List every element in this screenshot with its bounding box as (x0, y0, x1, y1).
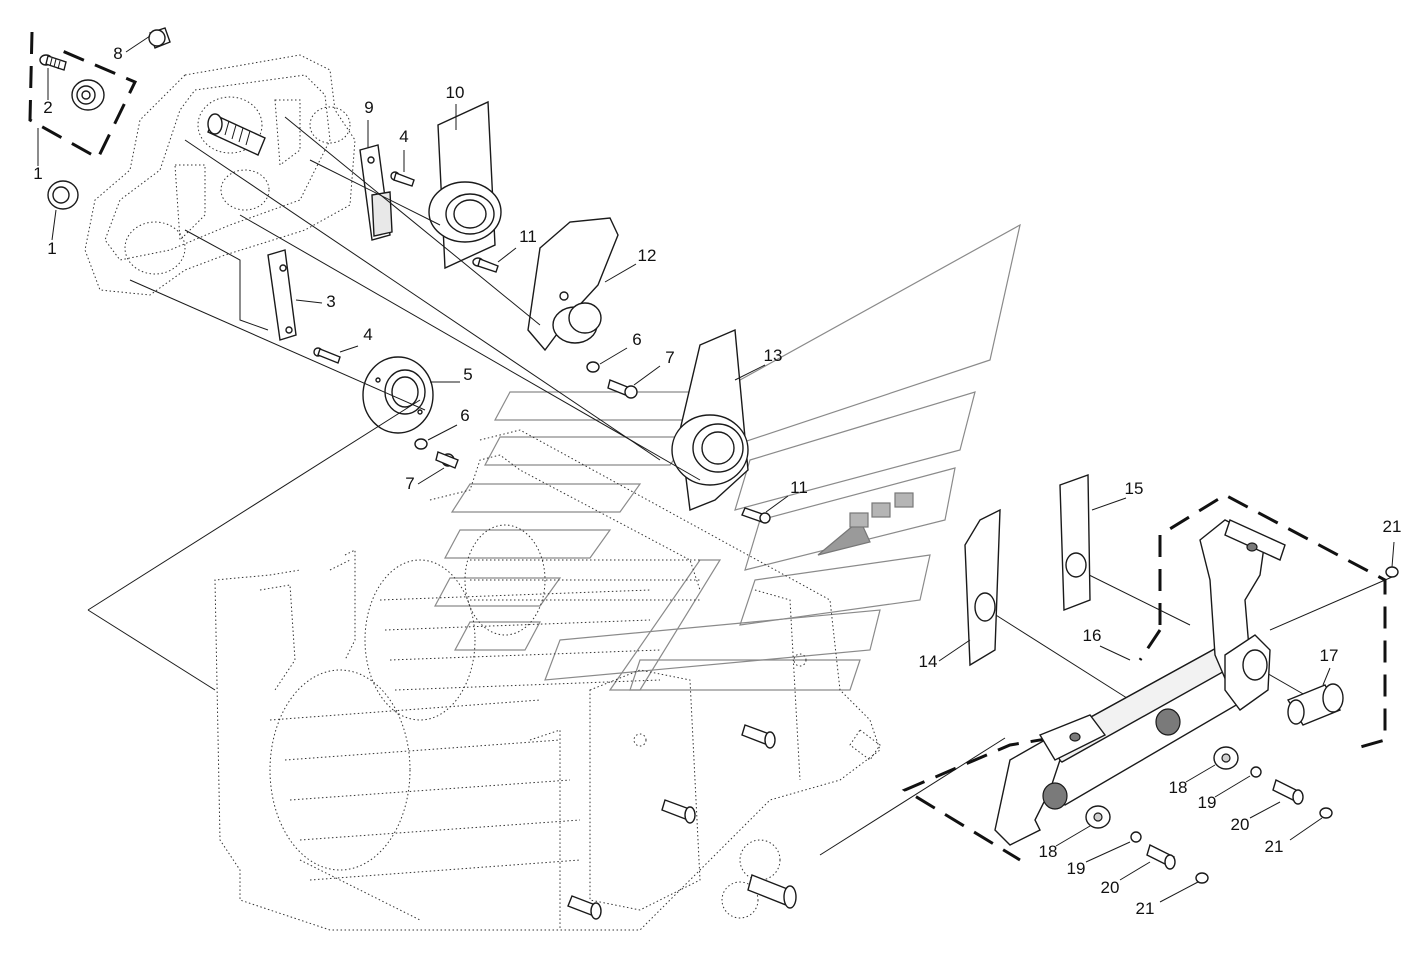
part-8-nut (148, 27, 171, 49)
part-6-washer-lower (414, 438, 428, 450)
callout-c19b: 19 (1067, 859, 1086, 878)
part-15-shim (1059, 474, 1091, 612)
part-16-beam (994, 519, 1286, 846)
gearbox-housing (84, 54, 356, 296)
callout-c14: 14 (919, 652, 938, 671)
callout-c4b: 4 (363, 325, 372, 344)
callout-c17: 17 (1320, 646, 1339, 665)
callout-c7b: 7 (405, 474, 414, 493)
callout-c2: 2 (43, 98, 52, 117)
callout-c6b: 6 (460, 406, 469, 425)
part-11-screw-lower (741, 507, 771, 524)
assembly-lines (87, 116, 1393, 856)
callout-c13: 13 (764, 346, 783, 365)
rotor-frame (214, 429, 881, 931)
callout-c7a: 7 (665, 348, 674, 367)
callout-c8: 8 (113, 44, 122, 63)
callout-c11a: 11 (519, 227, 537, 246)
part-13-plate (671, 328, 749, 511)
hardware-lower (1085, 805, 1209, 884)
part-14-shim (964, 508, 1001, 667)
callout-c12: 12 (638, 246, 657, 265)
part-10-plate (428, 100, 502, 270)
callout-c6a: 6 (632, 330, 641, 349)
callout-c4a: 4 (399, 127, 408, 146)
watermark-logo (433, 223, 1021, 691)
part-2-bolt (39, 54, 67, 71)
part-17-bushing (1286, 683, 1344, 726)
callout-c5: 5 (463, 365, 472, 384)
callout-c15: 15 (1125, 479, 1144, 498)
callout-c19a: 19 (1198, 793, 1217, 812)
part-1-nut (47, 180, 79, 210)
part-11-screw-upper (472, 257, 499, 273)
callout-c18b: 18 (1039, 842, 1058, 861)
callout-c21a: 21 (1383, 517, 1402, 536)
callout-c10: 10 (446, 83, 465, 102)
part-5-flange (362, 356, 434, 434)
kit-outline-1 (28, 31, 138, 161)
leader-lines (37, 35, 1395, 903)
callout-c21c: 21 (1136, 899, 1155, 918)
kit-outline-2 (1158, 493, 1387, 752)
callout-c20a: 20 (1231, 815, 1250, 834)
part-2-nut (71, 79, 105, 111)
callout-c16: 16 (1083, 626, 1102, 645)
callout-c3: 3 (326, 292, 335, 311)
part-12-guard (527, 217, 619, 352)
part-4-screw-lower (313, 347, 341, 364)
threaded-shaft-upper (207, 113, 266, 156)
part-4-screw-upper (390, 171, 415, 187)
part-6-washer-upper (586, 361, 600, 373)
callout-c11b: 11 (790, 478, 808, 497)
callout-c1b: 1 (47, 239, 56, 258)
part-7-bolt-upper (607, 379, 638, 399)
threaded-stubs (567, 724, 797, 920)
callout-c1a: 1 (33, 164, 42, 183)
callout-c9: 9 (364, 98, 373, 117)
part-7-bolt-lower (435, 451, 459, 469)
callout-c20b: 20 (1101, 878, 1120, 897)
part-3-bracket (267, 249, 297, 341)
callout-labels: 1123445667789101111121314151617181819192… (33, 44, 1401, 918)
callout-c18a: 18 (1169, 778, 1188, 797)
callout-c21b: 21 (1265, 837, 1284, 856)
